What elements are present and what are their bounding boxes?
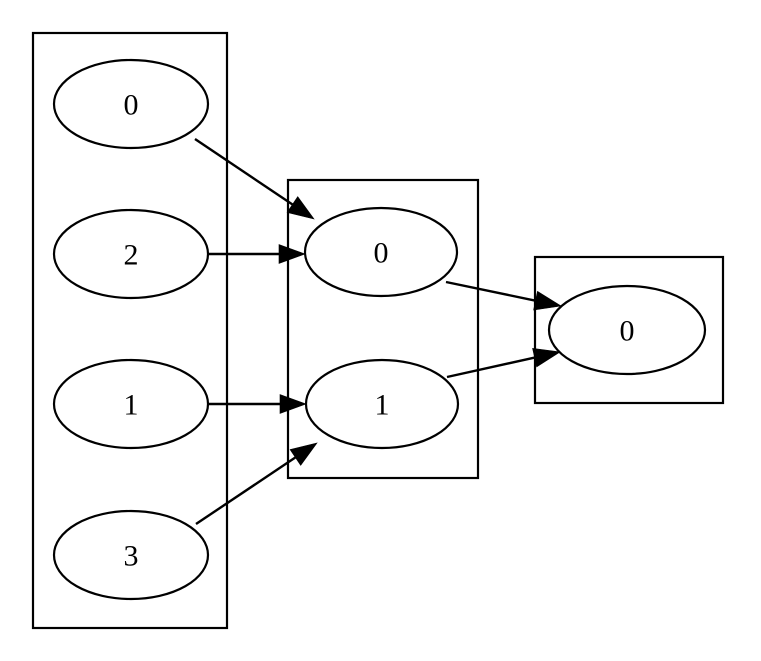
edge-L0-to-M0[interactable] (194, 138, 315, 220)
right-cluster-box (533, 255, 725, 405)
graph-node[interactable]: 0 (547, 284, 707, 376)
graph-node[interactable]: 1 (52, 358, 210, 450)
nodes-layer: 0 2 1 3 0 1 0 (52, 58, 707, 601)
node-ellipse[interactable] (52, 358, 210, 450)
middle-cluster-box (286, 178, 480, 480)
edge-line (194, 138, 296, 208)
edge-M0-to-R0[interactable] (445, 280, 562, 311)
edge-L1-to-M1[interactable] (209, 394, 307, 414)
node-ellipse[interactable] (304, 358, 460, 450)
node-label: 2 (124, 239, 139, 272)
node-label: 0 (124, 89, 139, 122)
graph-node[interactable]: 2 (52, 208, 210, 300)
node-label: 1 (375, 389, 390, 422)
node-ellipse[interactable] (52, 58, 210, 150)
clusters-layer (31, 31, 725, 630)
node-ellipse[interactable] (547, 284, 707, 376)
edge-arrowhead (532, 347, 561, 368)
node-label: 3 (124, 540, 139, 573)
edges-layer (194, 138, 562, 525)
edge-arrowhead (278, 244, 306, 264)
edge-arrowhead (533, 290, 562, 311)
graph-node[interactable]: 3 (52, 509, 210, 601)
edge-line (446, 355, 538, 379)
graph-node[interactable]: 0 (303, 206, 459, 298)
edge-M1-to-R0[interactable] (446, 347, 561, 379)
edge-line (195, 454, 299, 525)
node-ellipse[interactable] (303, 206, 459, 298)
node-label: 0 (374, 237, 389, 270)
graph-node[interactable]: 0 (52, 58, 210, 150)
edge-L2-to-M0[interactable] (209, 244, 306, 264)
edge-L3-to-M1[interactable] (195, 442, 318, 525)
node-label: 0 (620, 315, 635, 348)
left-cluster-box (31, 31, 229, 630)
edge-arrowhead (289, 442, 318, 466)
edge-line (445, 280, 539, 303)
edge-arrowhead (286, 196, 315, 220)
edge-arrowhead (279, 394, 307, 414)
node-ellipse[interactable] (52, 509, 210, 601)
node-label: 1 (124, 389, 139, 422)
node-ellipse[interactable] (52, 208, 210, 300)
graph-node[interactable]: 1 (304, 358, 460, 450)
